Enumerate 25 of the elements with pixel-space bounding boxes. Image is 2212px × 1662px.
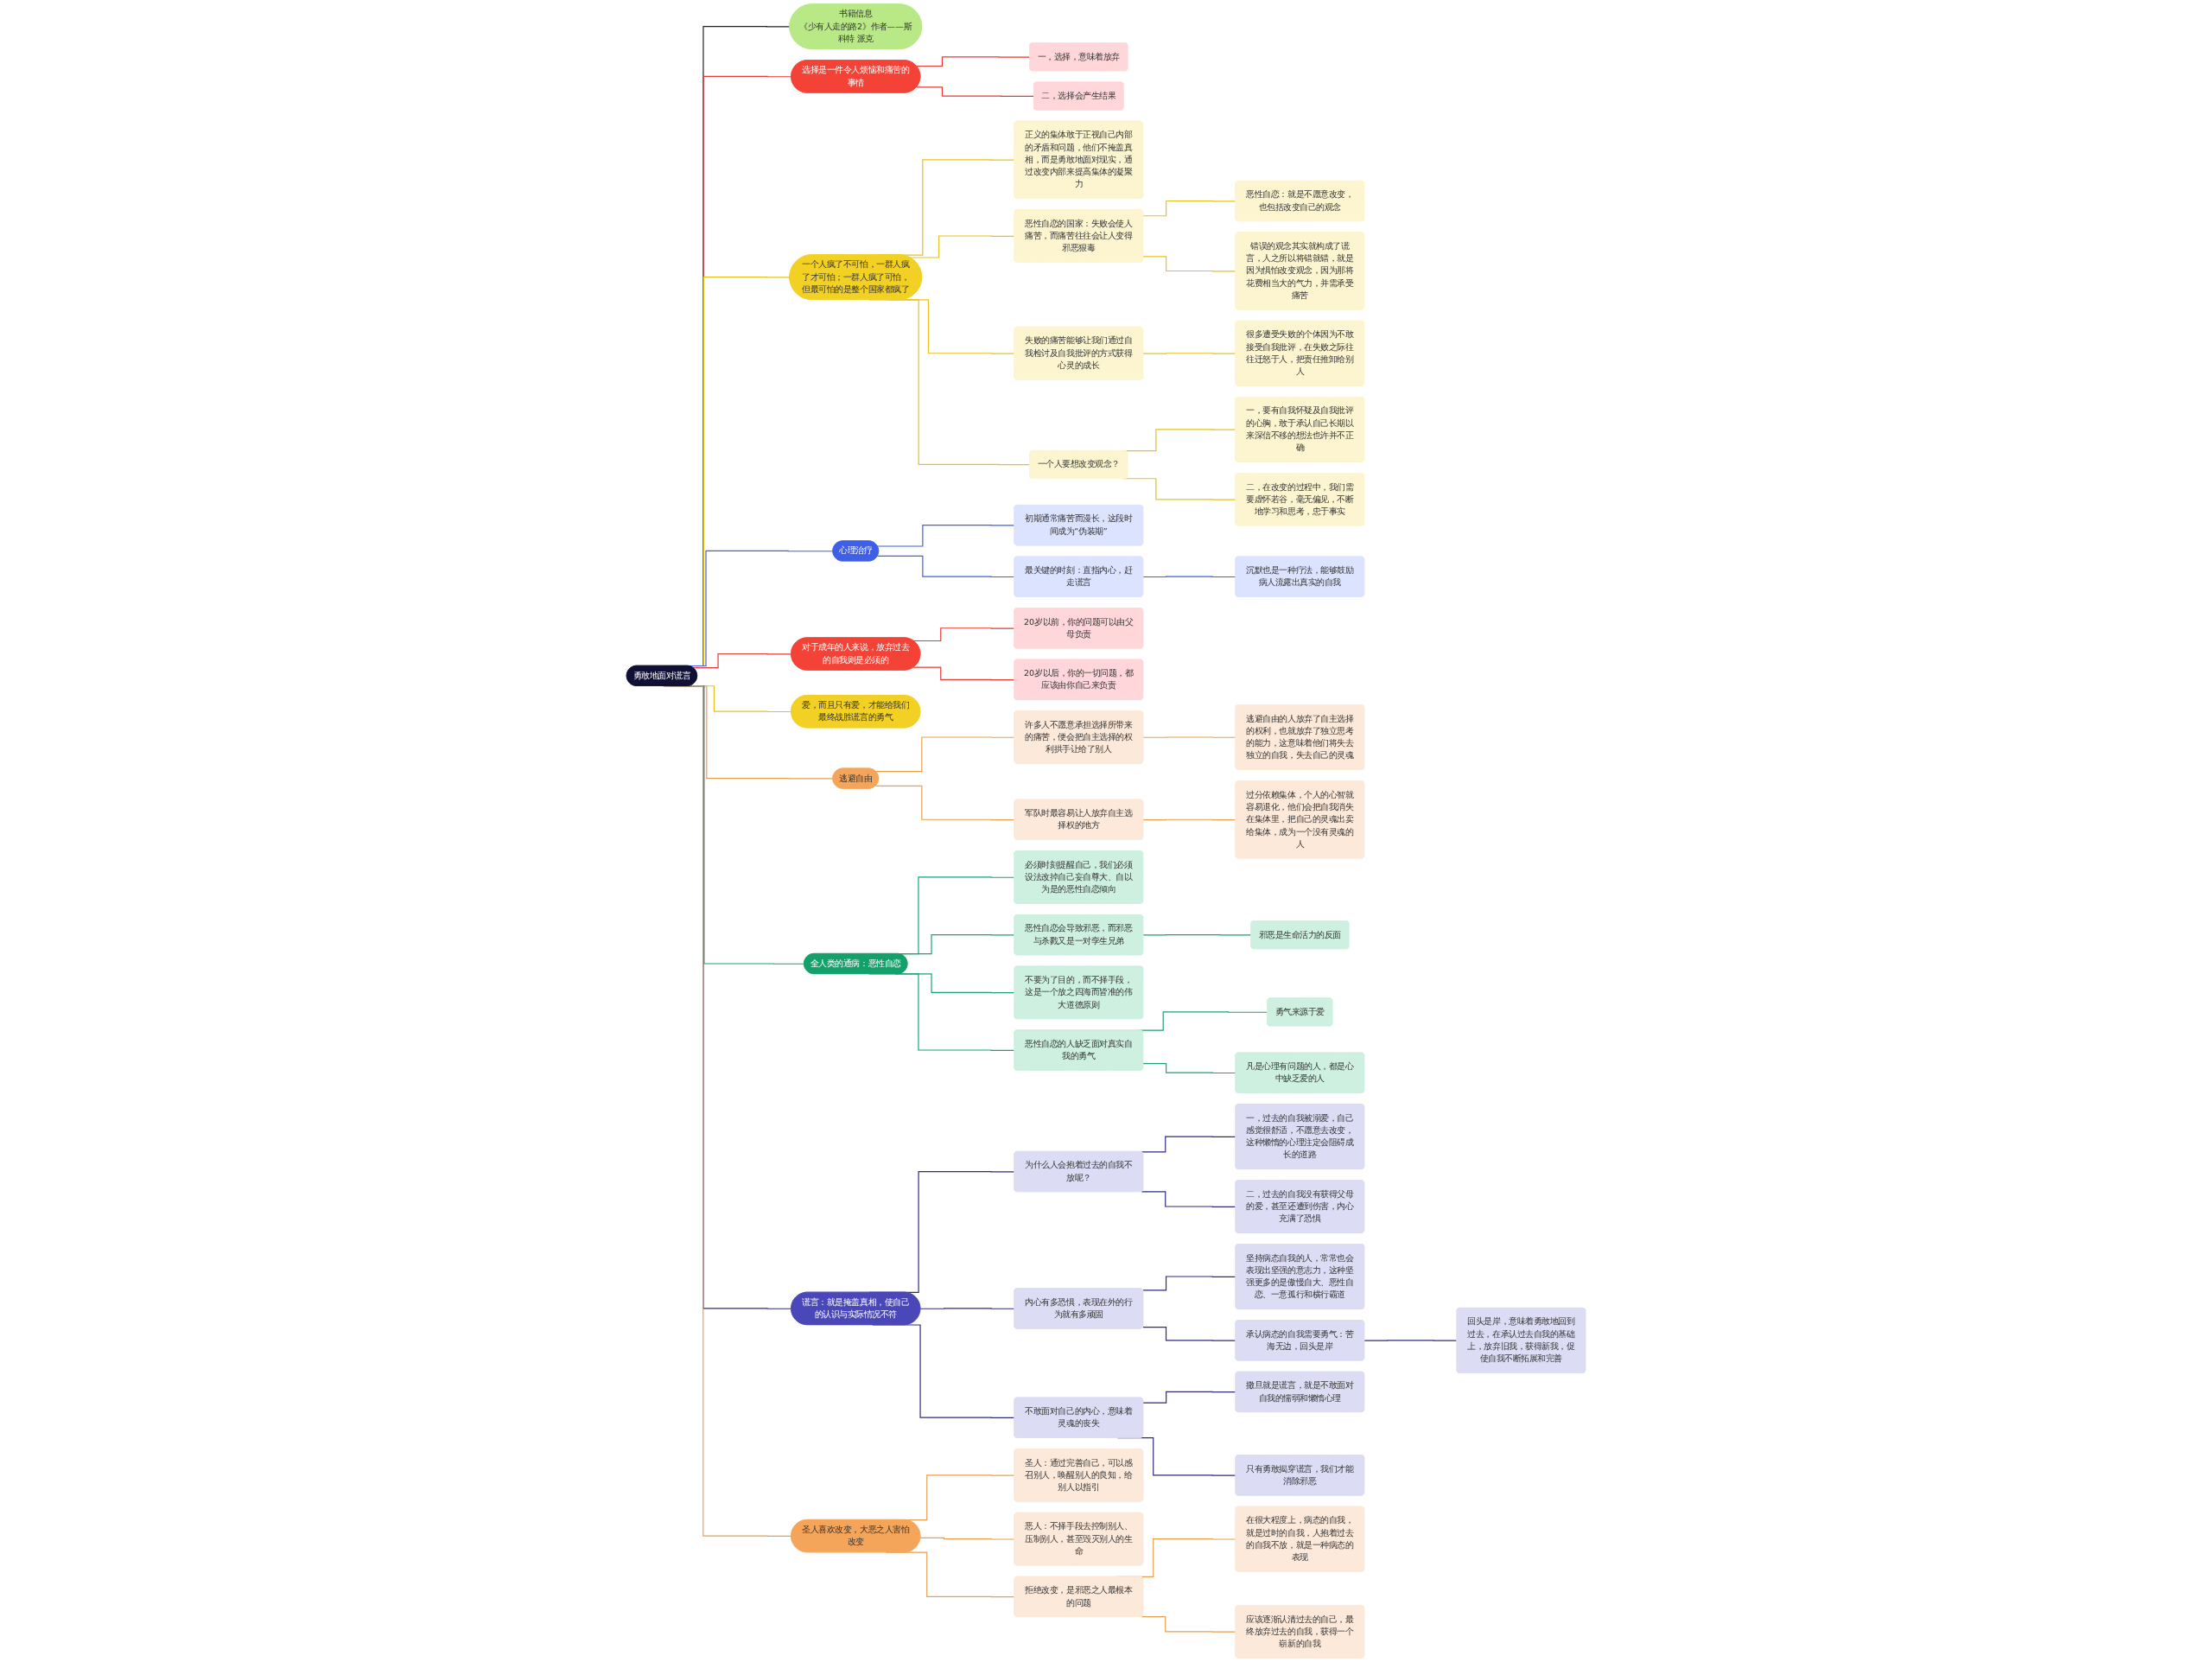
connector bbox=[1142, 200, 1236, 217]
connector bbox=[876, 555, 1015, 578]
connector bbox=[912, 666, 1015, 681]
connector bbox=[1142, 934, 1252, 936]
connector bbox=[1142, 1062, 1236, 1074]
connector bbox=[919, 1537, 1015, 1540]
connector bbox=[919, 1308, 1015, 1309]
connector bbox=[1142, 256, 1236, 272]
connector bbox=[874, 785, 1015, 821]
connector bbox=[1142, 1391, 1236, 1404]
connector bbox=[1142, 353, 1236, 354]
connector bbox=[1142, 576, 1236, 578]
connector bbox=[1141, 1191, 1236, 1207]
connector bbox=[876, 525, 1015, 547]
connector bbox=[1142, 1327, 1236, 1341]
connector bbox=[916, 56, 1031, 67]
connector bbox=[916, 86, 1035, 97]
connector bbox=[1142, 736, 1236, 738]
connector bbox=[874, 736, 1015, 773]
connector bbox=[1141, 1616, 1236, 1633]
connector bbox=[692, 653, 792, 669]
connector bbox=[1142, 1276, 1236, 1291]
connector bbox=[1141, 1136, 1236, 1153]
connector bbox=[1142, 818, 1236, 821]
connector bbox=[1363, 1340, 1458, 1341]
